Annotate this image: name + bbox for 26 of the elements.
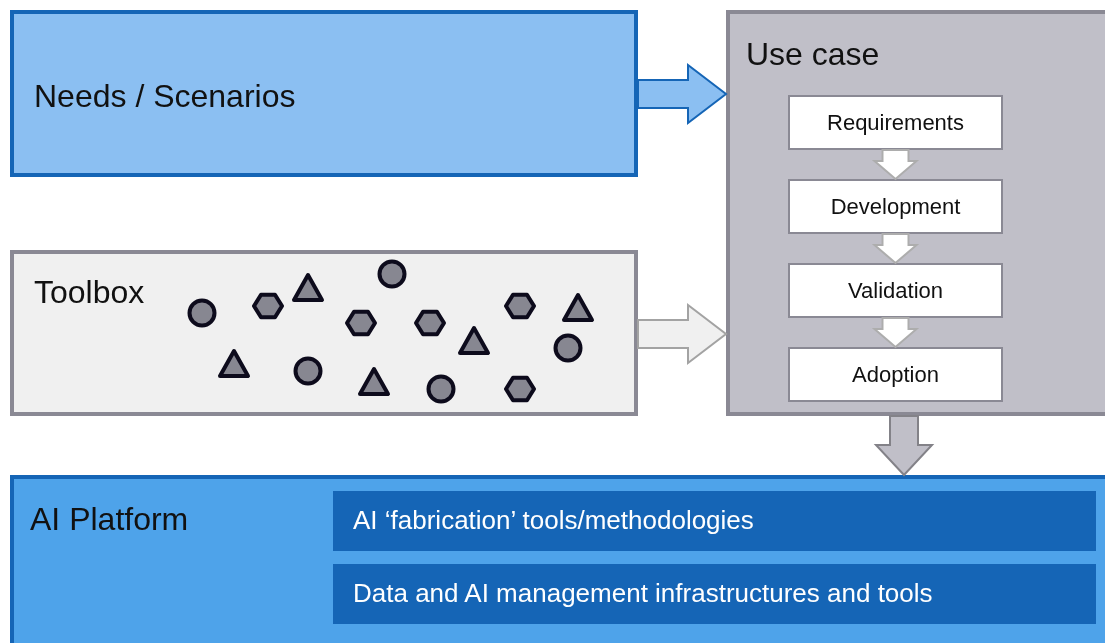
step-box	[788, 95, 1003, 150]
step-label: Development	[830, 193, 961, 220]
box-title: Needs / Scenarios	[34, 78, 296, 115]
panel-title: Use case	[746, 36, 880, 73]
step-box	[788, 347, 1003, 402]
needs-box	[10, 10, 638, 177]
block-arrow	[637, 302, 728, 366]
step-box	[788, 263, 1003, 318]
step-label: Validation	[848, 277, 943, 304]
block-arrow	[871, 317, 920, 349]
step-label: Adoption	[852, 361, 939, 388]
block-arrow	[637, 62, 728, 126]
step-box	[788, 179, 1003, 234]
panel-title: AI Platform	[30, 501, 189, 538]
tool-bar	[333, 564, 1096, 624]
panel-title: Toolbox	[34, 274, 145, 311]
tool-bar	[333, 491, 1096, 551]
use-case-panel	[726, 10, 1105, 416]
block-arrow	[871, 149, 920, 181]
block-arrow	[871, 233, 920, 265]
block-arrow	[873, 415, 935, 477]
bar-label: Data and AI management infrastructures and tools	[353, 578, 933, 609]
step-label: Requirements	[827, 109, 964, 136]
toolbox-panel	[10, 250, 638, 416]
bar-label: AI ‘fabrication’ tools/methodologies	[353, 505, 754, 536]
platform-panel	[10, 475, 1105, 643]
